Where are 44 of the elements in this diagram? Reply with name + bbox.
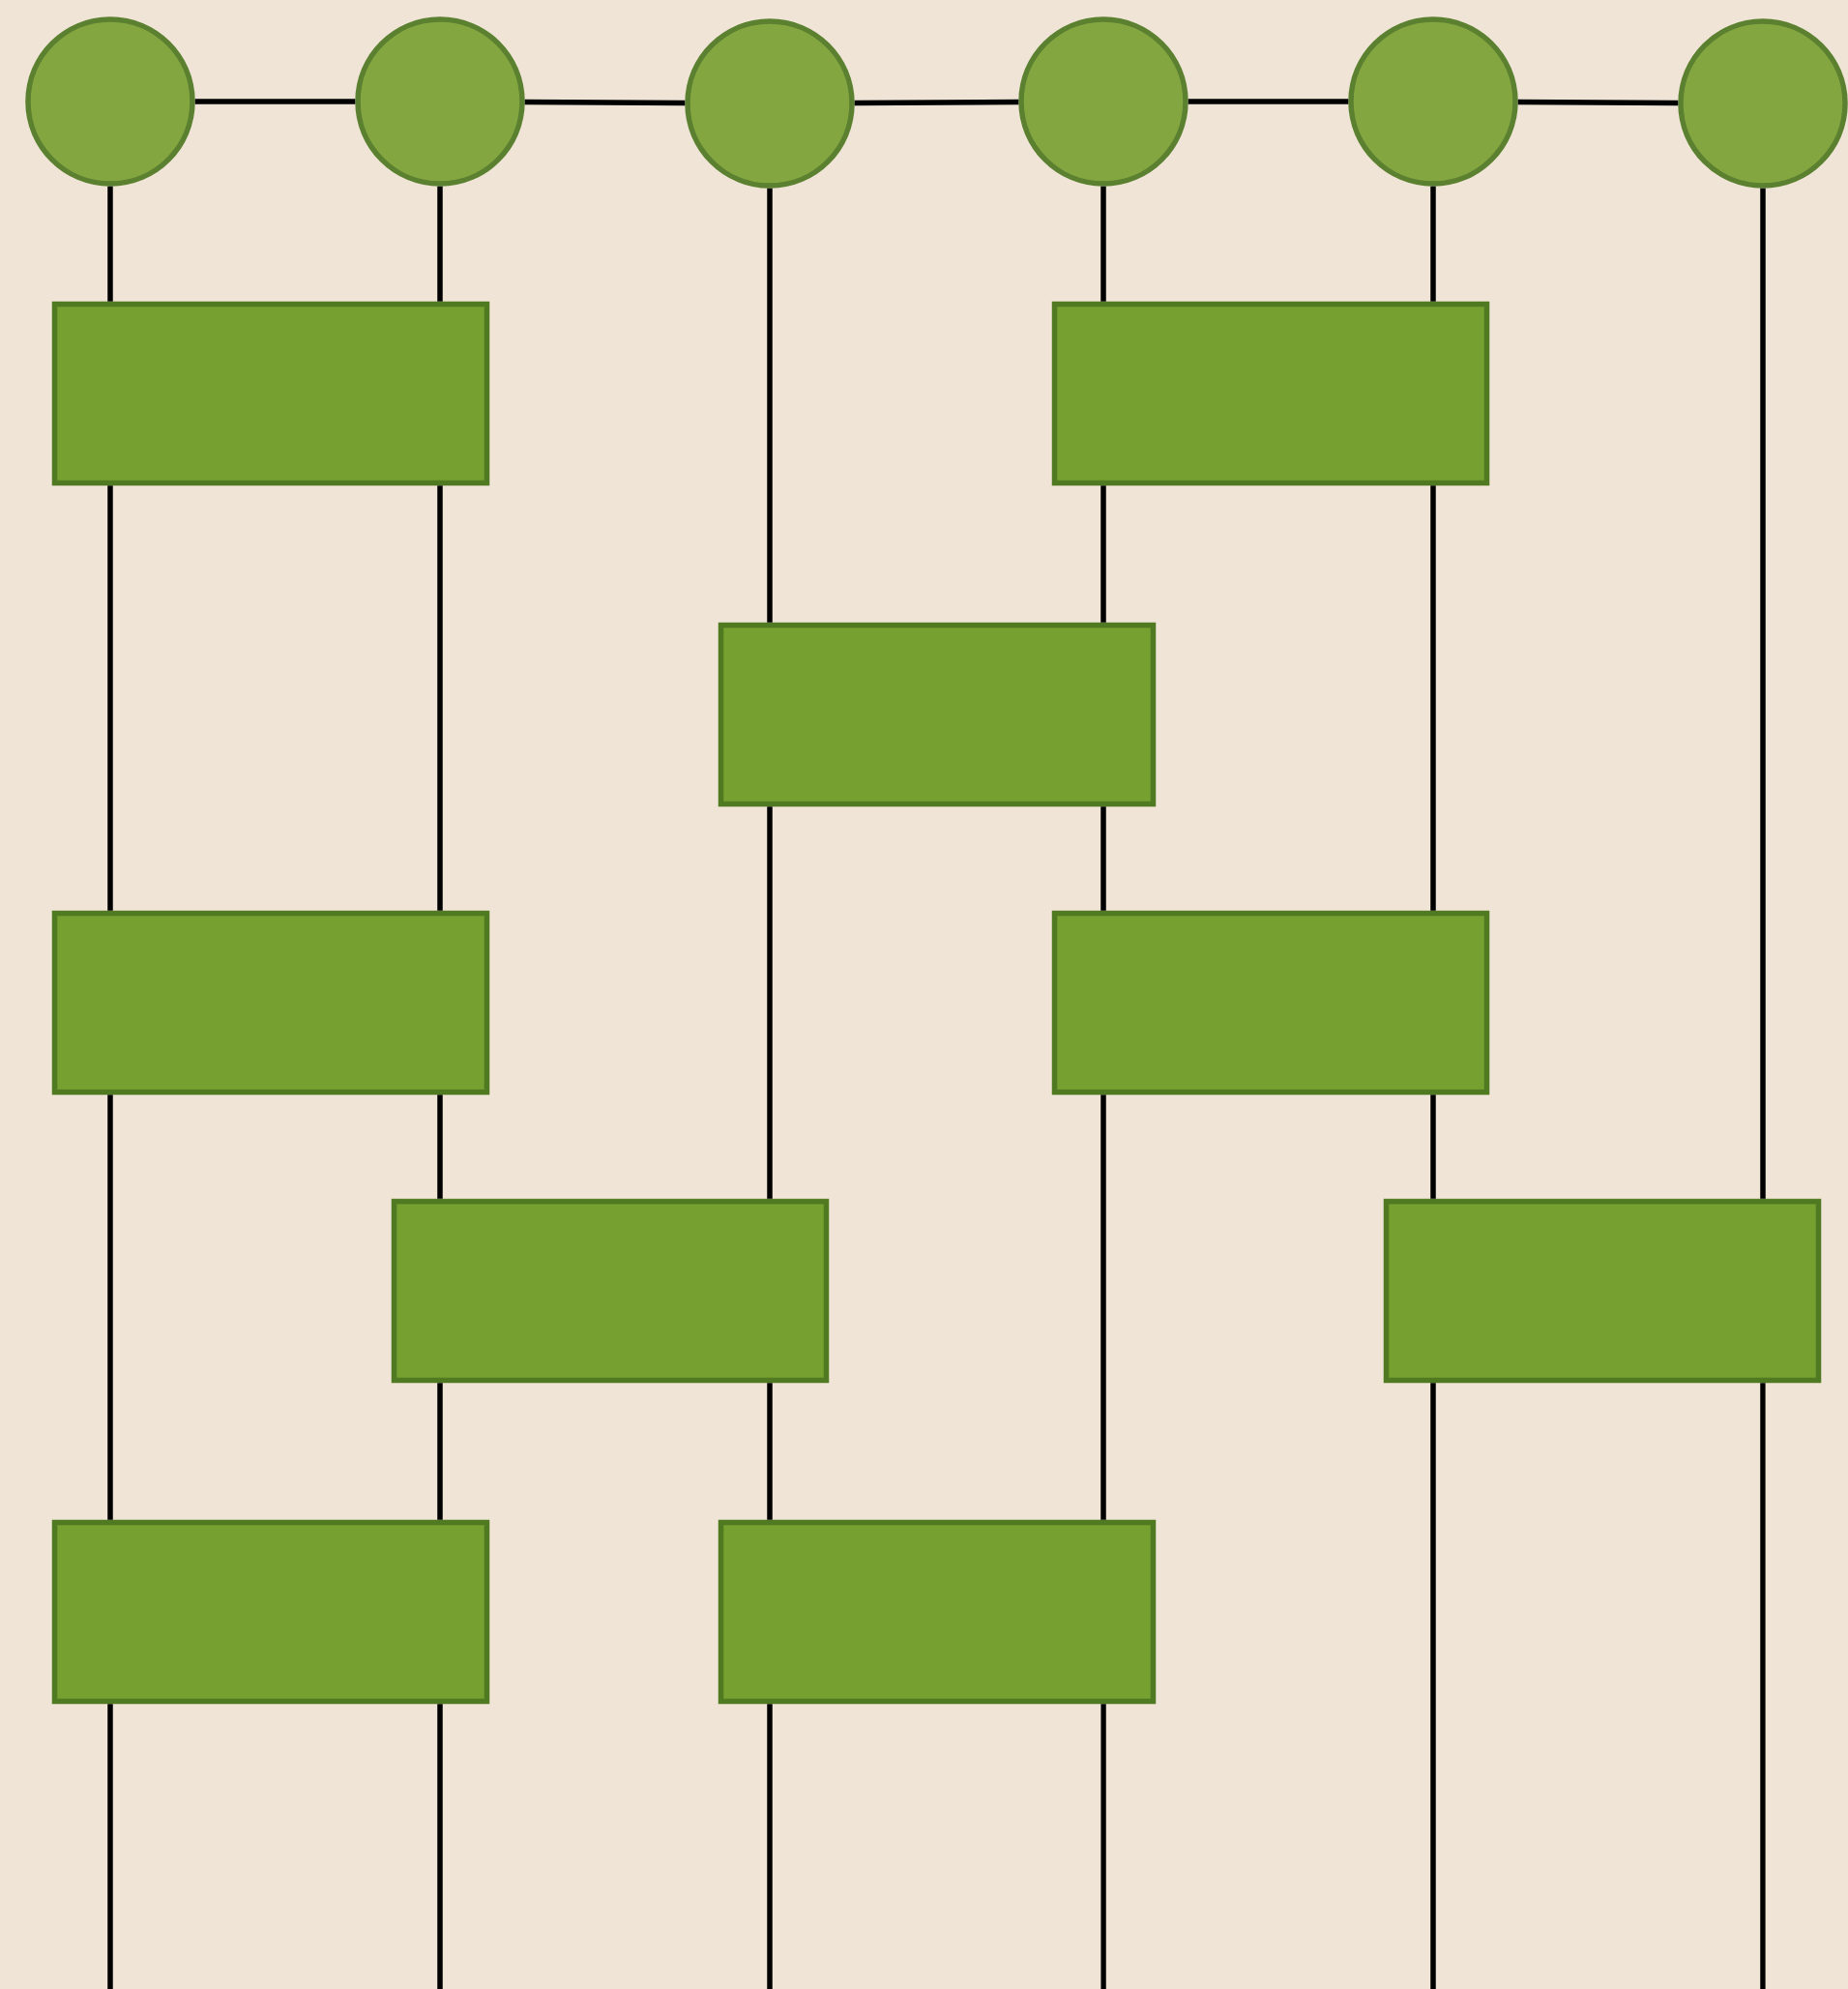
rectangle-box: [51, 910, 490, 1096]
connector-line: [107, 1095, 113, 1520]
connector-line: [194, 99, 356, 104]
connector-line: [437, 1704, 443, 1989]
circle-node: [1678, 18, 1848, 189]
connector-line: [437, 1095, 443, 1199]
rectangle-box: [391, 1198, 830, 1384]
connector-line: [767, 806, 773, 1199]
rectangle-box: [51, 301, 490, 486]
circle-node: [685, 18, 855, 189]
connector-line: [767, 1383, 773, 1520]
connector-line: [1430, 1383, 1436, 1989]
connector-line: [437, 1383, 443, 1520]
connector-line: [524, 99, 686, 106]
connector-line: [107, 485, 113, 911]
rectangle-box: [1051, 910, 1490, 1096]
connector-line: [1188, 99, 1349, 104]
connector-line: [107, 1704, 113, 1989]
connector-line: [437, 485, 443, 911]
connector-line: [854, 99, 1019, 106]
rectangle-box: [1051, 301, 1490, 486]
rectangle-box: [1383, 1198, 1822, 1384]
connector-line: [1100, 1095, 1106, 1520]
connector-line: [107, 186, 113, 302]
connector-line: [1100, 485, 1106, 623]
connector-line: [1430, 485, 1436, 911]
connector-line: [1517, 99, 1679, 106]
connector-line: [1430, 186, 1436, 302]
rectangle-box: [51, 1519, 490, 1705]
connector-line: [1100, 186, 1106, 302]
connector-line: [1100, 806, 1106, 911]
connector-line: [1760, 1383, 1766, 1989]
circle-node: [1018, 16, 1188, 187]
circle-node: [355, 16, 525, 187]
connector-line: [767, 1704, 773, 1989]
connector-line: [437, 186, 443, 302]
connector-line: [1430, 1095, 1436, 1199]
rectangle-box: [718, 622, 1157, 807]
connector-line: [767, 188, 773, 623]
circle-node: [1348, 16, 1518, 187]
connector-line: [1760, 188, 1766, 1199]
circle-node: [25, 16, 195, 187]
connector-line: [1100, 1704, 1106, 1989]
rectangle-box: [718, 1519, 1157, 1705]
